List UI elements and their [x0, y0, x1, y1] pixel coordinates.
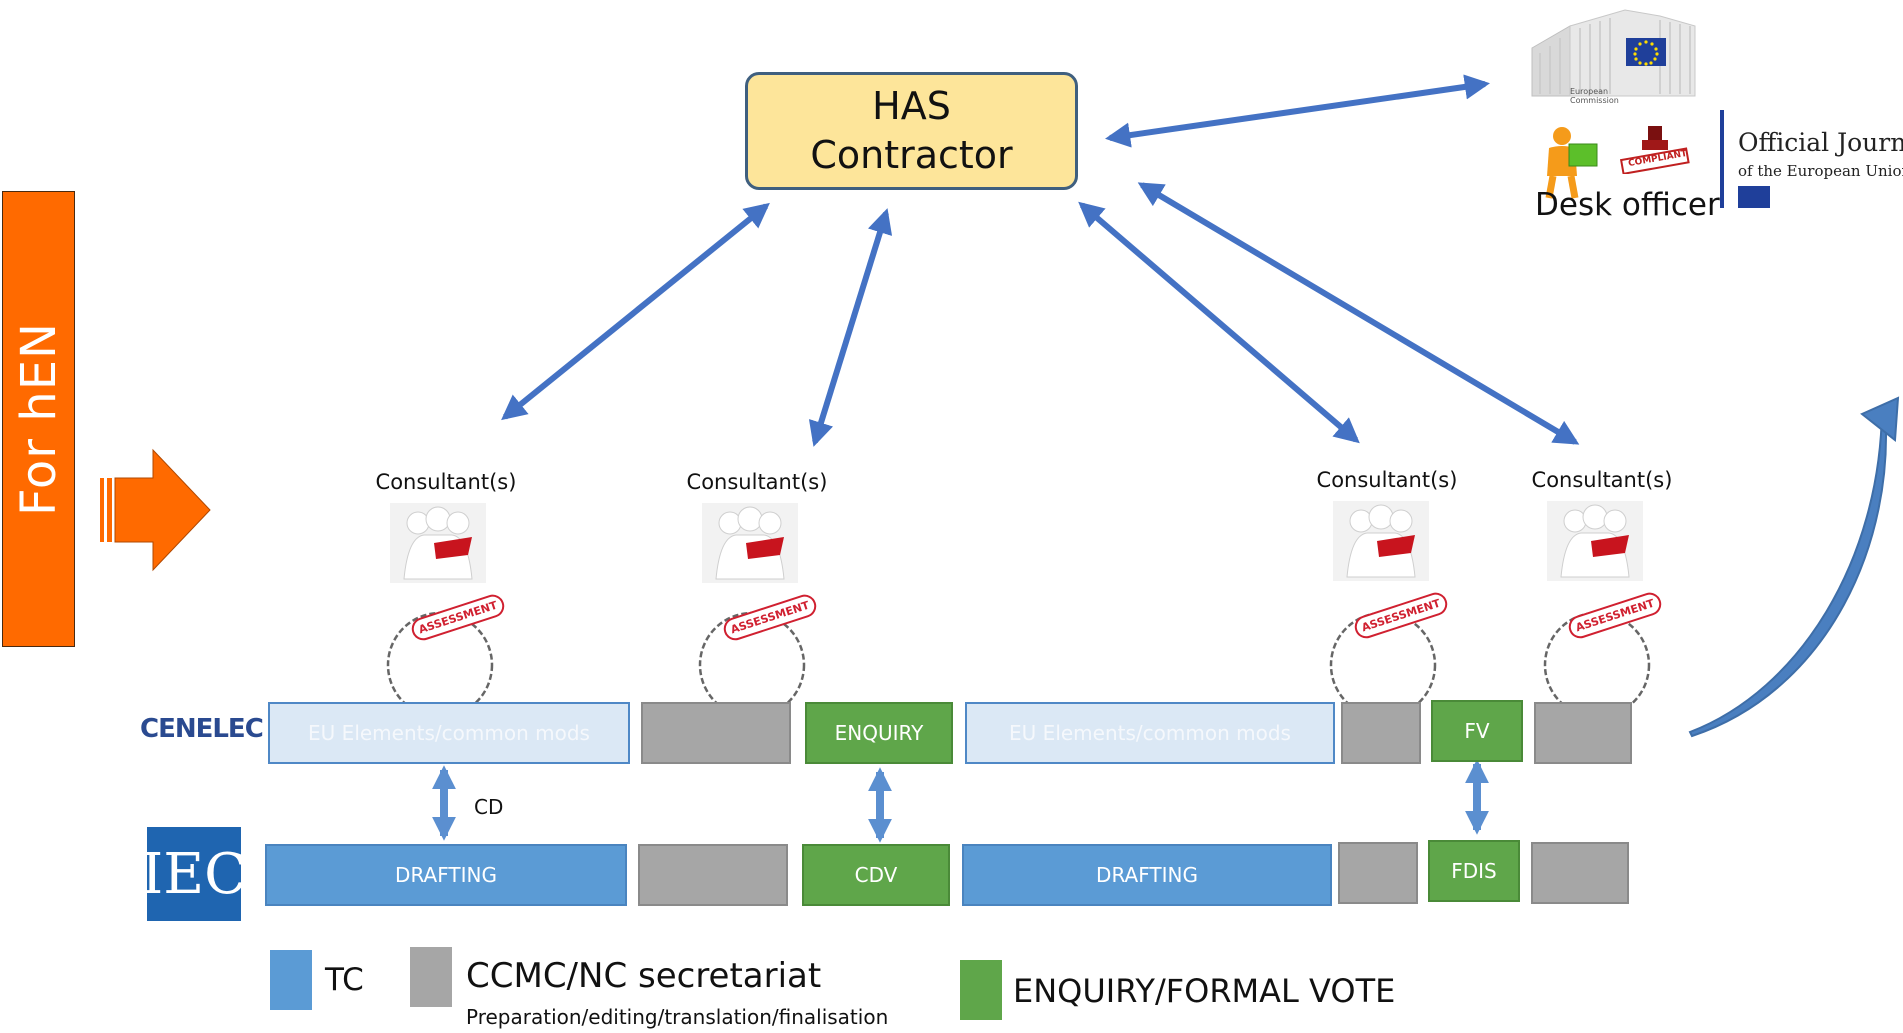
- cenelec-logo: CENELEC: [140, 714, 264, 744]
- iec-fdis: FDIS: [1428, 840, 1520, 902]
- cenelec-eu-elements-2: EU Elements/common mods: [965, 702, 1335, 764]
- legend-tc-swatch: [270, 950, 312, 1010]
- oj-subtitle: of the European Union: [1738, 162, 1903, 180]
- has-line2: Contractor: [810, 133, 1013, 177]
- cenelec-eu-elements-1: EU Elements/common mods: [268, 702, 630, 764]
- iec-secretariat-3: [1531, 842, 1629, 904]
- consultant-group-icon-4: [1547, 501, 1643, 581]
- consultant-label-3: Consultant(s): [1316, 468, 1458, 492]
- has-contractor-box: HAS Contractor: [745, 72, 1078, 190]
- commission-caption: European Commission: [1570, 87, 1619, 105]
- arrow-has-commission: [1105, 74, 1490, 148]
- consultant-group-icon-1: [390, 503, 486, 583]
- iec-secretariat-1: [638, 844, 788, 906]
- for-hen-box: For hEN: [2, 191, 75, 647]
- legend-secretariat-label: CCMC/NC secretariat: [466, 956, 822, 996]
- cenelec-secretariat-1: [641, 702, 791, 764]
- return-curve-arrowhead: [1860, 396, 1900, 442]
- legend-secretariat-swatch: [410, 947, 452, 1007]
- consultant-label-4: Consultant(s): [1531, 468, 1673, 492]
- consultant-group-icon-3: [1333, 501, 1429, 581]
- has-line1: HAS: [872, 83, 951, 128]
- arrow-has-consultant-4: [1137, 182, 1580, 445]
- iec-secretariat-2: [1338, 842, 1418, 904]
- iec-logo: IEC: [141, 827, 247, 921]
- iec-drafting-1: DRAFTING: [265, 844, 627, 906]
- eu-flag-icon: [1738, 186, 1770, 208]
- consultant-label-1: Consultant(s): [375, 470, 517, 494]
- cenelec-enquiry: ENQUIRY: [805, 702, 953, 764]
- european-commission-logo: European Commission: [1530, 8, 1698, 108]
- hen-block-arrow: [100, 448, 211, 572]
- return-curve-arrow: [1688, 409, 1887, 738]
- cd-label: CD: [474, 795, 504, 819]
- legend-secretariat-sub: Preparation/editing/translation/finalisa…: [466, 1005, 889, 1029]
- consultant-label-2: Consultant(s): [686, 470, 828, 494]
- iec-drafting-2: DRAFTING: [962, 844, 1332, 906]
- cenelec-secretariat-2: [1341, 702, 1421, 764]
- desk-officer-label: Desk officer: [1535, 187, 1720, 223]
- for-hen-label: For hEN: [10, 322, 67, 516]
- iec-cdv: CDV: [802, 844, 950, 906]
- commission-building-icon: [1531, 9, 1696, 97]
- legend-tc-label: TC: [325, 962, 364, 998]
- compliant-stamp: COMPLIANT: [1618, 124, 1694, 175]
- oj-title: Official Journal: [1738, 128, 1903, 157]
- arrow-has-consultant-1: [501, 202, 770, 421]
- arrow-has-consultant-2: [808, 208, 893, 447]
- arrow-has-consultant-3: [1078, 201, 1360, 444]
- cenelec-secretariat-3: [1534, 702, 1632, 764]
- consultant-group-icon-2: [702, 503, 798, 583]
- iec-logo-text: IEC: [141, 841, 247, 907]
- cenelec-fv: FV: [1431, 700, 1523, 762]
- stamp-icon: [1619, 126, 1690, 175]
- has-to-consultant-arrows: [501, 74, 1580, 447]
- oj-divider: [1720, 110, 1724, 208]
- desk-officer-icon: [1545, 127, 1598, 199]
- legend-vote-swatch: [960, 960, 1002, 1020]
- legend-vote-label: ENQUIRY/FORMAL VOTE: [1013, 972, 1396, 1010]
